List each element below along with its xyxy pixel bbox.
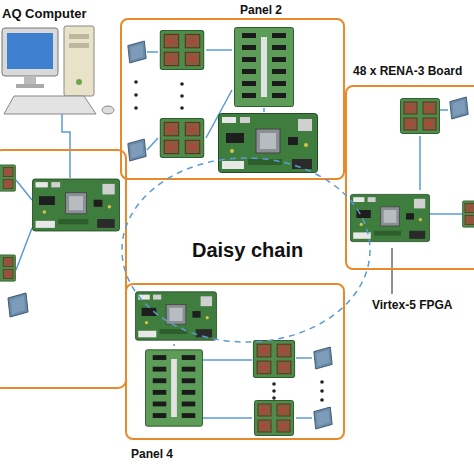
panel-title: Panel 2 (240, 3, 282, 17)
fpga-label: Virtex-5 FPGA (372, 298, 452, 312)
ring-title: Daisy chain (190, 239, 305, 262)
left-panel-boards (0, 165, 120, 317)
daisy-chain-ring: Daisy chain (120, 156, 372, 344)
panel-outline (0, 150, 126, 388)
panel-box: Panel 4 (125, 283, 345, 440)
panel-4-boards (135, 292, 332, 436)
computer-label: AQ Computer (2, 6, 87, 21)
computer-link (62, 114, 70, 178)
panel-title: Panel 4 (131, 447, 173, 461)
daq-computer-icon (2, 26, 114, 114)
panel-title: 48 x RENA-3 Board (353, 64, 462, 78)
panel-box: Panel 2 (120, 18, 345, 180)
panel-2-boards (128, 28, 318, 173)
panel-box: 48 x RENA-3 Board (345, 85, 474, 270)
